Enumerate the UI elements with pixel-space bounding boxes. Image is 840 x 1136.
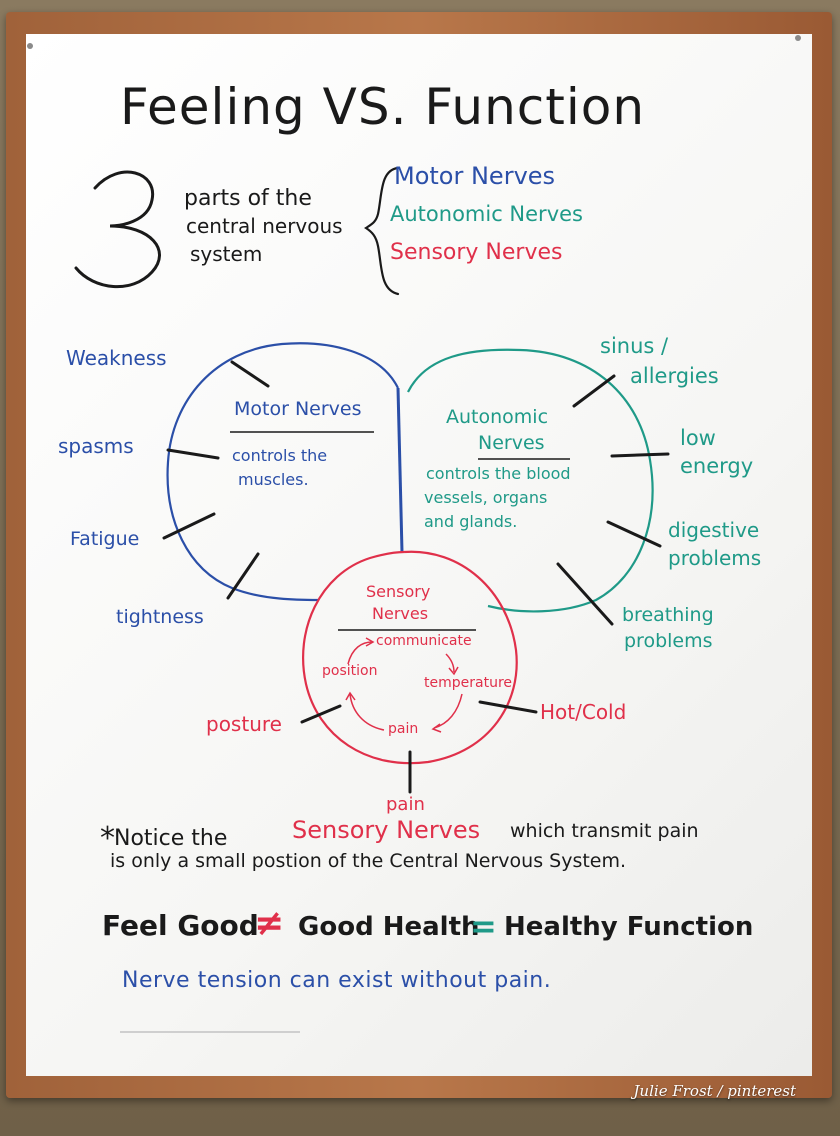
board-title: Feeling VS. Function [120,78,646,136]
note-highlight: Sensory Nerves [292,816,481,844]
symptom-breathing-2: problems [624,630,713,652]
equation-healthy-function: Healthy Function [504,912,754,942]
symptom-low-energy-1: low [680,426,716,450]
symptom-sinus-2: allergies [630,364,719,388]
autonomic-desc-2: vessels, organs [424,488,548,507]
whiteboard-surface [26,34,812,1076]
cycle-arrow-top-right [445,653,455,673]
motor-divider-line [396,387,404,553]
tick-digestive [606,520,662,548]
intro-line-3: system [190,242,263,266]
screw-top-right [795,35,801,41]
motor-desc-2: muscles. [238,470,309,489]
tick-posture [300,704,342,724]
brace-drawing [364,166,400,296]
tick-fatigue [162,512,216,540]
tick-tightness [226,552,260,600]
symptom-spasms: spasms [58,434,134,458]
symptom-low-energy-2: energy [680,454,754,478]
equation-not-equal: ≠ [254,903,285,944]
symptom-breathing-1: breathing [622,604,714,626]
sensory-outline [302,550,518,765]
cycle-arrow-head-1 [365,637,375,647]
symptom-pain: pain [386,794,425,815]
cycle-arrow-head-4 [345,691,356,701]
symptom-digestive-2: problems [668,546,762,570]
cycle-arrow-head-3 [431,723,442,733]
cycle-arrow-bottom-left [349,693,385,731]
motor-nerves-outline [166,342,399,602]
cycle-arrow-top-left [347,641,373,665]
cycle-position: position [322,663,378,679]
number-three-drawing [74,170,161,288]
tick-weakness [230,360,270,388]
tick-spasms [166,448,220,460]
note-pre: Notice the [114,826,228,851]
autonomic-outline [407,348,654,613]
equation-equals: = [470,907,497,945]
symptom-tightness: tightness [116,606,204,628]
symptom-posture: posture [206,712,282,736]
motor-title: Motor Nerves [234,398,362,420]
tick-hot-cold [478,700,538,714]
tagline: Nerve tension can exist without pain. [122,968,552,993]
part-autonomic-nerves: Autonomic Nerves [390,202,583,226]
tick-sinus [572,374,616,408]
tick-low-energy [610,452,670,458]
cycle-pain: pain [388,721,419,737]
sensory-title-1: Sensory [366,582,431,601]
tick-breathing [556,562,614,626]
intro-line-2: central nervous [186,214,343,238]
cycle-arrow-head-2 [448,666,459,676]
equation-feel-good: Feel Good [102,909,259,942]
autonomic-title-2: Nerves [478,432,545,454]
symptom-sinus-1: sinus / [600,334,669,358]
sensory-title-2: Nerves [372,604,429,623]
part-motor-nerves: Motor Nerves [394,162,556,190]
symptom-hot-cold: Hot/Cold [540,700,627,724]
photo-credit: Julie Frost / pinterest [633,1082,796,1100]
autonomic-desc-1: controls the blood [426,464,571,483]
equation-good-health: Good Health [298,912,480,942]
symptom-fatigue: Fatigue [70,528,140,550]
autonomic-desc-3: and glands. [424,512,518,531]
note-post: which transmit pain [510,820,699,842]
cycle-temperature: temperature [424,675,512,691]
cycle-communicate: communicate [376,633,472,649]
cycle-arrow-bottom-right [433,693,463,729]
symptom-weakness: Weakness [66,346,167,370]
note-line-2: is only a small postion of the Central N… [110,850,627,872]
symptom-digestive-1: digestive [668,518,760,542]
autonomic-title-1: Autonomic [446,406,549,428]
note-star: * [100,821,115,856]
motor-desc-1: controls the [232,446,328,465]
screw-top-left [27,43,33,49]
intro-line-1: parts of the [184,186,312,211]
part-sensory-nerves: Sensory Nerves [390,240,563,265]
